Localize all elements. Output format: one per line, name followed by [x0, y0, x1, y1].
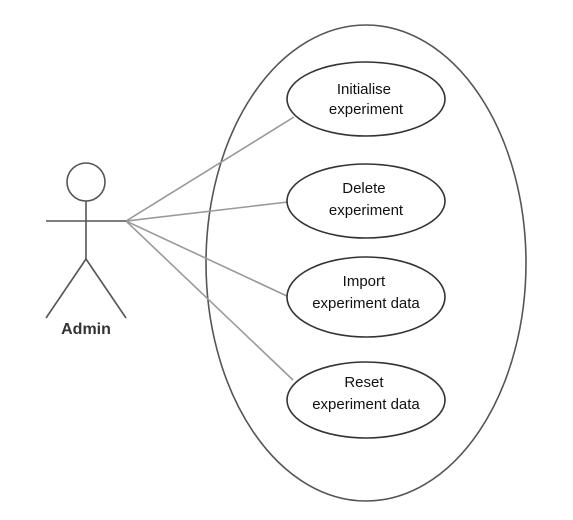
actor-admin: [45, 162, 127, 319]
use-case-label-line: Import: [343, 273, 386, 290]
svg-text:Reset experiment data: Reset experiment data: [312, 374, 420, 413]
use-case-label-line: experiment data: [312, 396, 420, 413]
use-case-label-line: experiment data: [312, 295, 420, 312]
associations: [125, 116, 295, 381]
actor-label: Admin: [61, 321, 111, 338]
association-initialise-experiment: [125, 116, 295, 222]
association-import-experiment-data: [125, 220, 290, 298]
use-case-label-line: Delete: [342, 180, 385, 197]
use-case-reset-experiment-data: Reset experiment data: [286, 361, 446, 439]
use-case-import-experiment-data: Import experiment data: [286, 256, 446, 338]
actor-head: [66, 162, 106, 202]
association-delete-experiment: [125, 201, 289, 222]
use-case-initialise-experiment: Initialise experiment: [286, 61, 446, 137]
association-reset-experiment-data: [125, 220, 294, 381]
use-case-label-line: experiment: [329, 202, 404, 219]
actor-left-leg: [45, 258, 87, 319]
use-case-label-line: Initialise: [337, 81, 391, 98]
system-boundary: [205, 24, 527, 502]
svg-text:Delete experiment: Delete experiment: [329, 180, 404, 219]
use-case-label-line: experiment: [329, 101, 404, 118]
svg-text:Import experiment data: Import experiment data: [312, 273, 420, 312]
actor-right-leg: [85, 258, 127, 319]
use-case-label-line: Reset: [344, 374, 384, 391]
svg-text:Initialise experiment: Initialise experiment: [329, 81, 404, 118]
use-case-delete-experiment: Delete experiment: [286, 163, 446, 239]
